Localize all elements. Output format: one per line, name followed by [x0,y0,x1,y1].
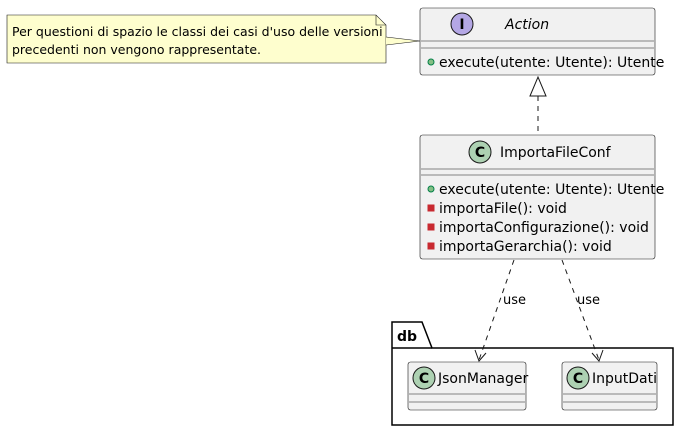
private-method-icon [427,204,435,212]
importa-method-4: importaGerarchia(): void [439,239,612,255]
public-method-icon [427,185,435,193]
action-interface[interactable]: I Action execute(utente: Utente): Utente [419,7,664,76]
note-line-1: Per questioni di spazio le classi dei ca… [12,24,383,39]
realization-arrow [529,75,547,135]
inputdati-class[interactable]: C InputDati [561,361,658,411]
jsonmanager-class-name: JsonManager [437,371,528,387]
class-badge-icon: C [573,371,583,387]
private-method-icon [427,242,435,250]
importa-method-3: importaConfigurazione(): void [439,220,649,236]
use-dependency-jsonmanager: use [474,259,526,362]
note: Per questioni di spazio le classi dei ca… [6,14,421,64]
public-method-icon [427,58,435,66]
private-method-icon [427,223,435,231]
class-badge-icon: C [475,145,485,161]
importa-method-1: execute(utente: Utente): Utente [439,182,664,198]
importa-method-2: importaFile(): void [439,201,567,217]
jsonmanager-class[interactable]: C JsonManager [407,361,528,411]
use-label: use [577,293,600,308]
interface-badge-icon: I [459,17,464,33]
note-line-2: precedenti non vengono rappresentate. [12,42,261,57]
inputdati-class-name: InputDati [592,371,657,387]
class-badge-icon: C [419,371,429,387]
package-name: db [397,329,417,345]
importa-class-name: ImportaFileConf [500,145,612,161]
action-method: execute(utente: Utente): Utente [439,55,664,71]
use-label: use [503,293,526,308]
action-class-name: Action [504,17,549,33]
db-package[interactable]: db [391,321,674,426]
use-dependency-inputdati: use [561,259,604,362]
importafileconf-class[interactable]: C ImportaFileConf execute(utente: Utente… [419,134,664,260]
